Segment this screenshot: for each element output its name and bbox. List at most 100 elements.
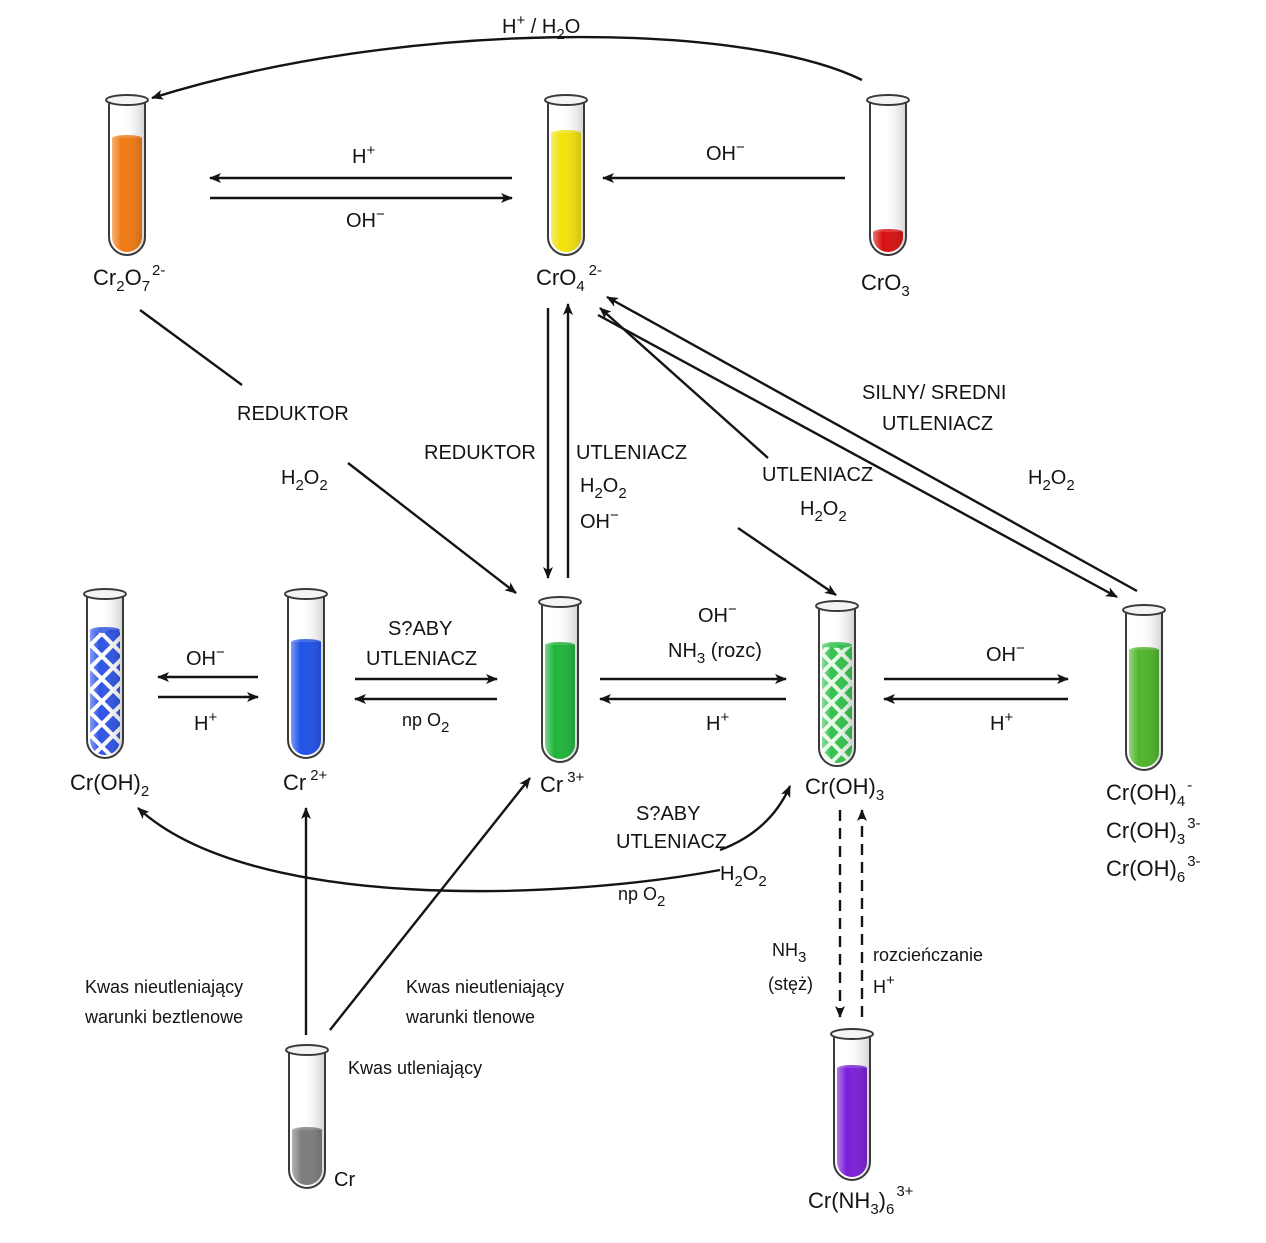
label-nh3-rozc: NH3 (rozc) [668, 640, 762, 667]
label-reduktor-left: REDUKTOR [237, 403, 349, 425]
tube-nh3complex [830, 1028, 874, 1181]
arrow-chromate-to-croh3 [737, 527, 837, 596]
label-ohminus-croh3: OH− [986, 640, 1025, 666]
label-top-arc: H+ / H2O [502, 12, 580, 43]
arrow-curve-to-croh2 [137, 807, 721, 893]
label-cro3: CrO3 [861, 270, 910, 300]
tube-croh3-rim [815, 600, 859, 612]
label-h2o2-center: H2O2 [580, 475, 627, 502]
tube-cr-metal-glass [289, 1052, 325, 1188]
tube-dichromate-outline [108, 102, 146, 256]
tube-cro3-glass [870, 102, 906, 255]
arrow-cr-to-cr3 [329, 777, 531, 1031]
label-hplus-top: H+ [352, 142, 375, 168]
tube-croh2 [83, 588, 127, 759]
label-hplus-cr3: H+ [706, 709, 729, 735]
label-stez: (stęż) [768, 974, 813, 994]
tube-chromate [544, 94, 588, 256]
tube-croh3 [815, 600, 859, 767]
tube-croh4-glass [1126, 612, 1162, 770]
arrow-croh4-to-chromate [606, 295, 1138, 593]
label-kwas-left-1: Kwas nieutleniający [85, 977, 243, 997]
label-croh6: Cr(OH)63- [1106, 853, 1201, 886]
label-ohminus-top: OH− [346, 206, 385, 232]
tube-croh4-outline [1125, 612, 1163, 771]
label-slaby-lower: S?ABY [636, 803, 700, 825]
label-croh4: Cr(OH)4- [1106, 777, 1192, 810]
tube-croh4-rim [1122, 604, 1166, 616]
label-ohminus-croh2: OH− [186, 644, 225, 670]
tube-cr-metal [285, 1044, 329, 1189]
label-ohminus-cr3: OH− [698, 601, 737, 627]
tube-cr3plus-outline [541, 604, 579, 763]
tube-chromate-rim [544, 94, 588, 106]
label-slaby-1: S?ABY [388, 618, 452, 640]
tube-nh3complex-glass [834, 1036, 870, 1180]
tube-dichromate [105, 94, 149, 256]
label-nh3complex: Cr(NH3)63+ [808, 1183, 914, 1218]
arrow-dichromate-to-cr3 [139, 309, 243, 386]
tube-cr3plus [538, 596, 582, 763]
tube-cro3 [866, 94, 910, 256]
tube-cr3plus-glass [542, 604, 578, 762]
tube-cr2plus-rim [284, 588, 328, 600]
tube-croh2-outline [86, 596, 124, 759]
label-np-o2-lower: np O2 [618, 884, 665, 910]
label-ohminus-cro3: OH− [706, 139, 745, 165]
label-hplus-croh2: H+ [194, 709, 217, 735]
label-silny-1: SILNY/ SREDNI [862, 382, 1006, 404]
label-croh2: Cr(OH)2 [70, 770, 149, 800]
tube-croh2-rim [83, 588, 127, 600]
label-nh3-stez: NH3 [772, 940, 806, 966]
tube-nh3complex-rim [830, 1028, 874, 1040]
tube-cro3-outline [869, 102, 907, 256]
label-slaby-utleniacz: UTLENIACZ [366, 648, 477, 670]
label-silny-2: UTLENIACZ [882, 413, 993, 435]
label-h2o2-left: H2O2 [281, 467, 328, 494]
label-kwas-left-2: warunki beztlenowe [84, 1007, 243, 1027]
label-ohminus-center: OH− [580, 507, 619, 533]
label-kwas-right-1: Kwas nieutleniający [406, 977, 564, 997]
label-reduktor-center: REDUKTOR [424, 442, 536, 464]
arrow-curve-to-croh3 [719, 785, 792, 852]
tube-cro3-rim [866, 94, 910, 106]
label-h2o2-right: H2O2 [800, 498, 847, 525]
arrow-cro3-to-dichromate [151, 35, 863, 100]
tube-cr-metal-rim [285, 1044, 329, 1056]
arrow-dichromate-to-cr3-b [347, 462, 517, 594]
arrow-chromate-to-croh4 [597, 313, 1118, 599]
label-croh3-3minus: Cr(OH)33- [1106, 815, 1201, 848]
label-h2o2-far-right: H2O2 [1028, 467, 1075, 494]
label-kwas-right-2: warunki tlenowe [405, 1007, 535, 1027]
label-h2o2-lower: H2O2 [720, 863, 767, 890]
tube-croh4 [1122, 604, 1166, 771]
tube-nh3complex-outline [833, 1036, 871, 1181]
tube-cr2plus [284, 588, 328, 759]
tube-dichromate-glass [109, 102, 145, 255]
tube-dichromate-rim [105, 94, 149, 106]
label-utleniacz-center: UTLENIACZ [576, 442, 687, 464]
tube-chromate-glass [548, 102, 584, 255]
tube-chromate-outline [547, 102, 585, 256]
label-chromate: CrO42- [536, 262, 602, 295]
label-rozcienczanie: rozcieńczanie [873, 945, 983, 965]
label-hplus-croh3: H+ [990, 709, 1013, 735]
label-cr-metal: Cr [334, 1169, 355, 1191]
label-utleniacz-lower: UTLENIACZ [616, 831, 727, 853]
tube-cr2plus-glass [288, 596, 324, 758]
label-kwas-utl: Kwas utleniający [348, 1058, 482, 1078]
tube-croh2-glass [87, 596, 123, 758]
label-dichromate: Cr2O72- [93, 262, 165, 295]
tube-cr3plus-rim [538, 596, 582, 608]
arrow-croh3-to-chromate [599, 307, 769, 459]
label-hplus-nh3: H+ [873, 972, 895, 997]
tube-croh3-glass [819, 608, 855, 766]
label-np-o2-mid: np O2 [402, 710, 449, 736]
label-utleniacz-right: UTLENIACZ [762, 464, 873, 486]
tube-cr-metal-outline [288, 1052, 326, 1189]
tube-cr2plus-outline [287, 596, 325, 759]
tube-croh3-outline [818, 608, 856, 767]
